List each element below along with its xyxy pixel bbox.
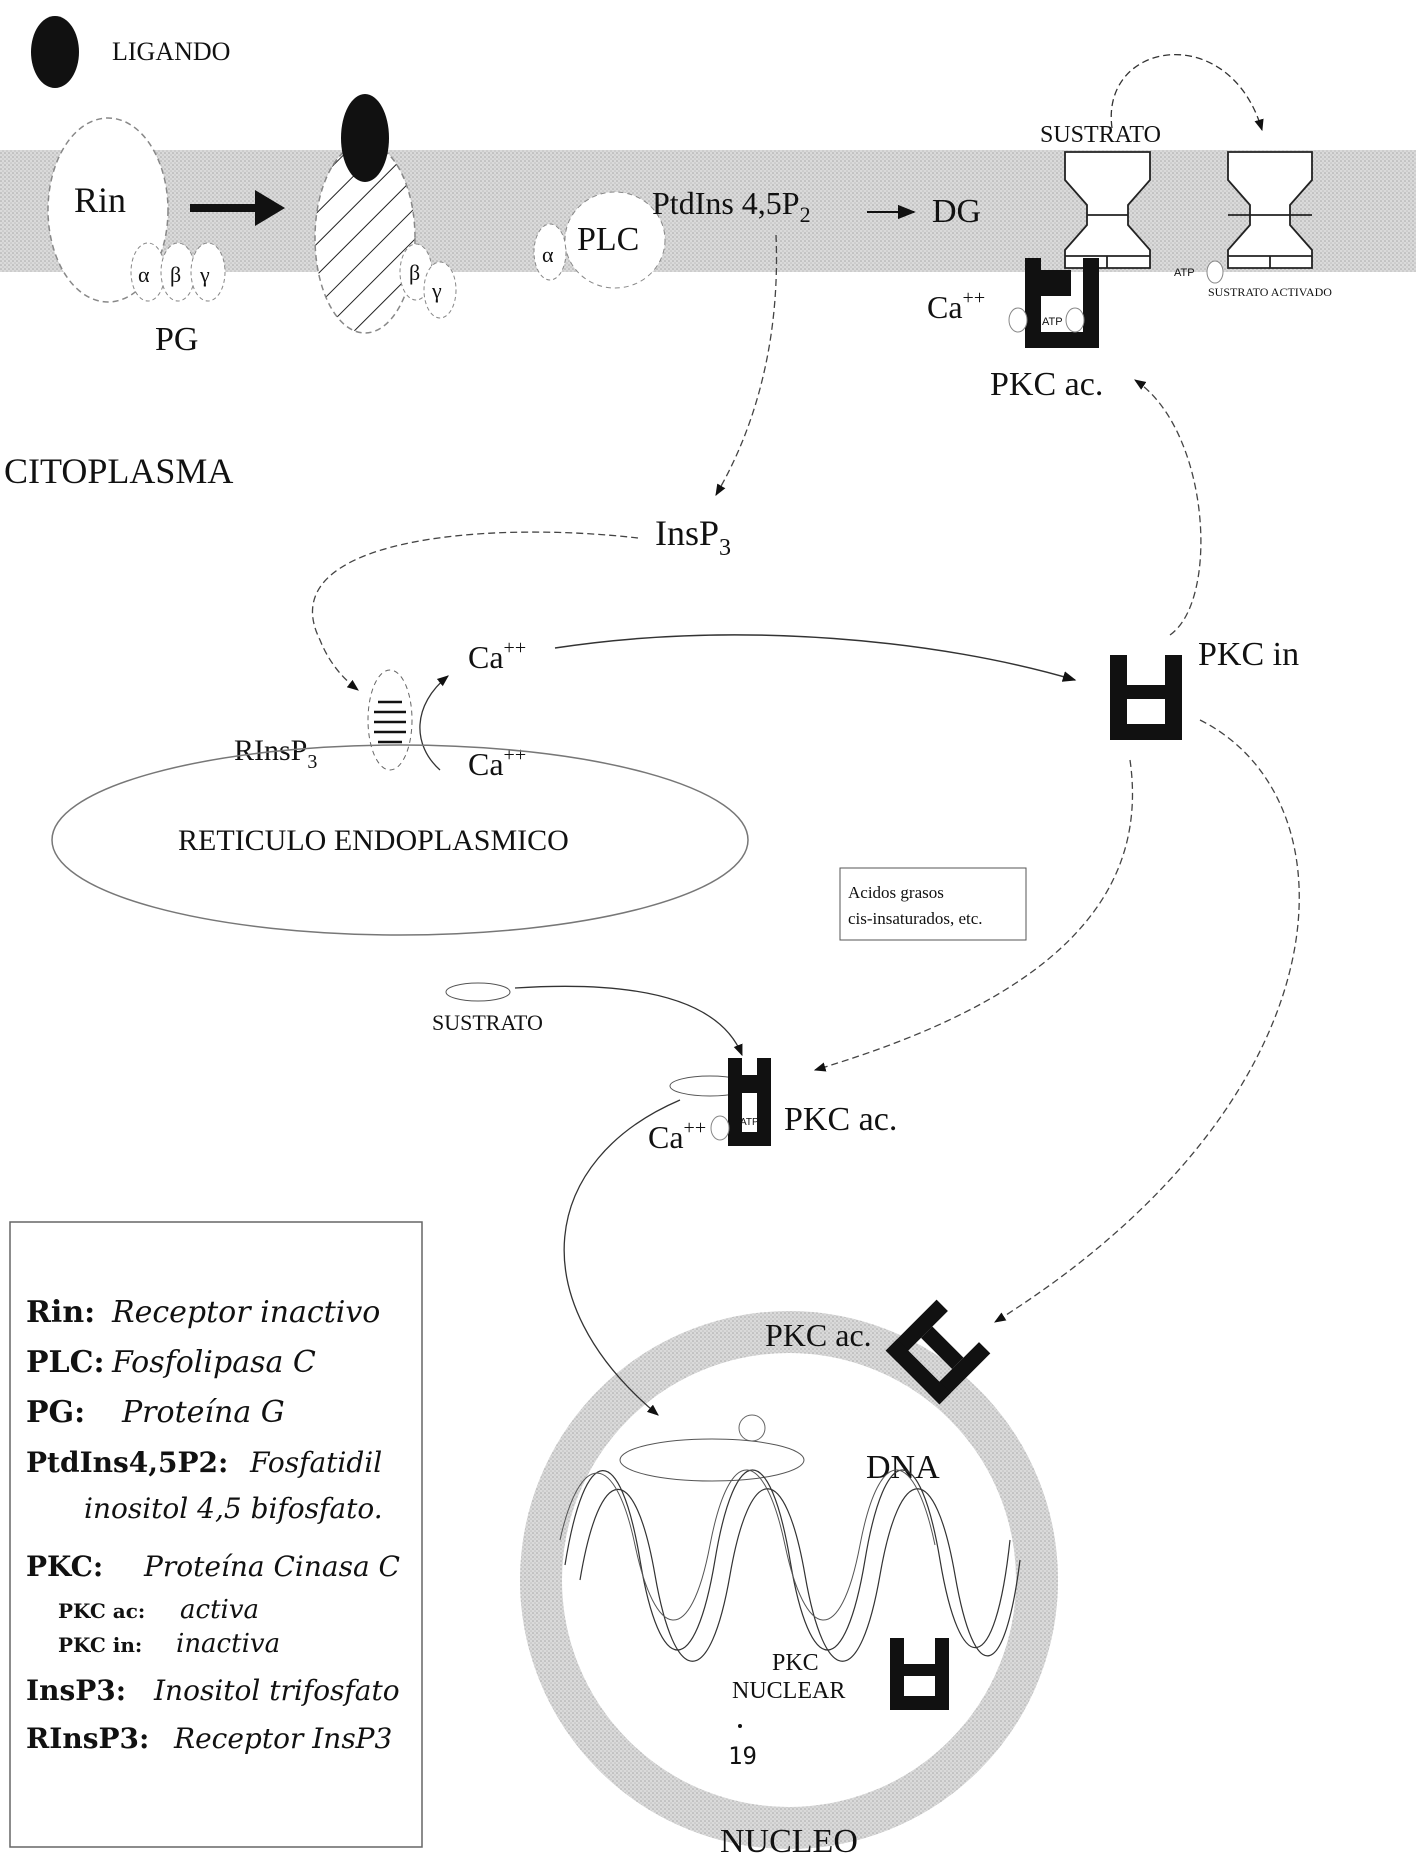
legend-desc-plc: Fosfolipasa C <box>111 1345 316 1380</box>
page-dot <box>738 1724 742 1728</box>
ca-er-label: Ca++ <box>468 744 526 782</box>
ligand-label: LIGANDO <box>112 37 230 66</box>
pg-label: PG <box>155 321 198 358</box>
legend-desc-pkcin: inactiva <box>176 1629 280 1659</box>
pkc-inactive-icon <box>1110 655 1182 740</box>
plc-label: PLC <box>577 221 639 258</box>
pkc-in-to-nucleus-arrow <box>995 720 1299 1322</box>
legend-desc-pkc: Proteína Cinasa C <box>143 1550 400 1583</box>
legend-desc-pg: Proteína G <box>121 1395 285 1430</box>
beta-active-label: β <box>409 260 420 285</box>
ca-cyto-pkc-label: Ca++ <box>648 1117 706 1155</box>
reticulo-label: RETICULO ENDOPLASMICO <box>178 824 569 857</box>
atp-label-pkc: ATP <box>1042 316 1063 328</box>
gamma-label: γ <box>199 262 210 287</box>
acidos-box <box>840 868 1026 940</box>
pkc-ac-nucleus-label: PKC ac. <box>765 1317 872 1353</box>
ligand-icon <box>31 16 79 88</box>
insp3-receptor-channel <box>368 670 412 770</box>
legend-desc-insp3: Inositol trifosfato <box>153 1674 400 1707</box>
pkc-active-cyto-icon <box>728 1058 771 1146</box>
pkc-active-membrane-icon <box>1025 258 1099 348</box>
ca-release-arrow <box>420 676 448 770</box>
legend-desc-rinsp3: Receptor InsP3 <box>173 1722 392 1755</box>
insp3-label: InsP3 <box>655 513 731 561</box>
legend-term-ptdins: PtdIns4,5P2: <box>26 1446 228 1479</box>
pkc-nuclear-icon <box>890 1638 949 1710</box>
dna-strand-3 <box>560 1470 935 1620</box>
ca-ion-membrane <box>1009 308 1027 332</box>
pkc-ac-cyto-label: PKC ac. <box>784 1101 897 1138</box>
sustrato-top-label: SUSTRATO <box>1040 122 1161 148</box>
substrate-mid-icon <box>446 983 510 1001</box>
gamma-active-label: γ <box>431 278 442 303</box>
alpha-label: α <box>138 262 150 287</box>
page-number: 19 <box>728 1742 757 1770</box>
pkc-in-to-membrane-arrow <box>1135 380 1201 635</box>
pkc-nuclear-label-1: PKC <box>772 1650 819 1676</box>
rinsp3-label: RInsP3 <box>234 734 317 773</box>
acidos-line1: Acidos grasos <box>848 883 944 902</box>
pkc-ac-membrane-label: PKC ac. <box>990 366 1103 403</box>
legend-term-pg: PG: <box>26 1395 85 1430</box>
activation-loop-arrow <box>1111 55 1262 130</box>
atp-icon-membrane <box>1207 261 1223 283</box>
sustrato-activado-label: SUSTRATO ACTIVADO <box>1208 285 1332 299</box>
alpha-plc-label: α <box>542 242 554 267</box>
beta-label: β <box>170 262 181 287</box>
atp-label-membrane: ATP <box>1174 267 1195 279</box>
pkc-nuclear-label-2: NUCLEAR <box>732 1678 845 1704</box>
legend-desc-pkcac: activa <box>180 1595 259 1625</box>
legend-term-rin: Rin: <box>26 1295 95 1330</box>
acidos-line2: cis-insaturados, etc. <box>848 909 983 928</box>
sustrato-mid-label: SUSTRATO <box>432 1010 543 1035</box>
legend-term-pkcac: PKC ac: <box>58 1599 145 1623</box>
citoplasma-label: CITOPLASMA <box>4 451 233 491</box>
nuclear-envelope <box>541 1332 1037 1828</box>
dna-label: DNA <box>866 1449 940 1486</box>
legend-term-plc: PLC: <box>26 1345 105 1380</box>
legend-desc-rin: Receptor inactivo <box>111 1295 380 1330</box>
legend-term-rinsp3: RInsP3: <box>26 1722 149 1755</box>
substrate-to-pkc-arrow <box>515 986 742 1055</box>
legend-term-pkcin: PKC in: <box>58 1633 142 1657</box>
dna-bound-protein <box>620 1439 804 1481</box>
dna-strand-2 <box>580 1489 1020 1662</box>
legend-term-insp3: InsP3: <box>26 1674 126 1707</box>
ca-cyto-label: Ca++ <box>468 637 526 675</box>
atp-icon-pkc <box>1066 308 1084 332</box>
ca-to-pkc-in-arrow <box>555 635 1075 680</box>
ptdins-label: PtdIns 4,5P2 <box>652 185 811 227</box>
dna-strand-1 <box>565 1470 1010 1650</box>
nuclear-factor-icon <box>739 1415 765 1441</box>
pkc-in-label: PKC in <box>1198 636 1299 673</box>
ca-membrane-label: Ca++ <box>927 287 985 325</box>
bound-ligand-icon <box>341 94 389 182</box>
rin-label: Rin <box>74 180 126 220</box>
legend-desc-ptdins: Fosfatidil <box>249 1446 382 1479</box>
legend-desc-ptdins-2: inositol 4,5 bifosfato. <box>84 1492 383 1525</box>
ca-ion-cyto <box>711 1116 729 1140</box>
ptdins-to-insp3-arrow <box>716 235 777 495</box>
atp-label-cyto: ATP <box>740 1117 759 1128</box>
legend-term-pkc: PKC: <box>26 1550 103 1583</box>
nucleo-label: NUCLEO <box>720 1823 858 1860</box>
dg-label: DG <box>932 193 981 230</box>
